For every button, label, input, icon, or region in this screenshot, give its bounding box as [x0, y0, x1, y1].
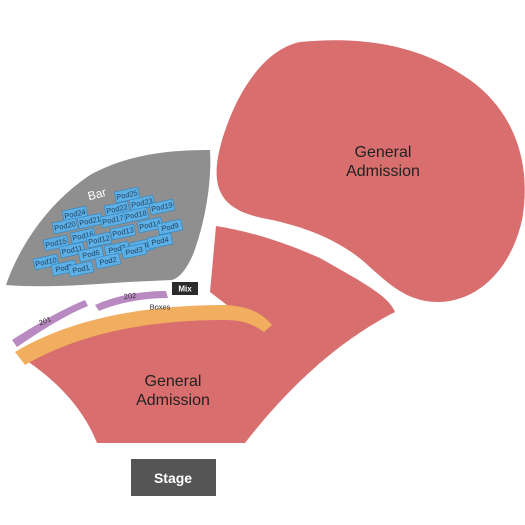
pod-box[interactable]: [148, 198, 176, 216]
pod-box[interactable]: [109, 223, 137, 241]
mix-label: Mix: [178, 285, 192, 294]
suite-201-label: 201: [38, 314, 53, 327]
stage: [131, 459, 216, 496]
pod-box[interactable]: [51, 217, 79, 235]
pod-box[interactable]: [146, 232, 174, 250]
pod-box[interactable]: [99, 211, 127, 229]
pod-box[interactable]: [136, 216, 164, 234]
pod-box[interactable]: [94, 252, 122, 270]
mix-position: [172, 282, 198, 295]
suite-202-label: 202: [123, 291, 137, 301]
pod-box[interactable]: [156, 218, 184, 236]
pod-box[interactable]: [85, 231, 113, 249]
section-suite-202[interactable]: [95, 291, 168, 311]
section-ga-upper[interactable]: [216, 40, 525, 303]
pod-box[interactable]: [120, 242, 148, 260]
boxes-label: Boxes: [150, 303, 171, 312]
ga-lower-label-line1: General: [145, 373, 202, 390]
section-boxes[interactable]: [15, 305, 272, 365]
ga-upper-label-line1: General: [355, 144, 412, 161]
pod-box[interactable]: [67, 260, 95, 278]
ga-upper-label-line2: Admission: [346, 163, 420, 180]
bar-label: Bar: [86, 185, 108, 203]
ga-lower-label-line2: Admission: [136, 392, 210, 409]
section-ga-lower[interactable]: [18, 226, 395, 443]
stage-label: Stage: [154, 470, 192, 486]
section-suite-201[interactable]: [12, 300, 88, 347]
